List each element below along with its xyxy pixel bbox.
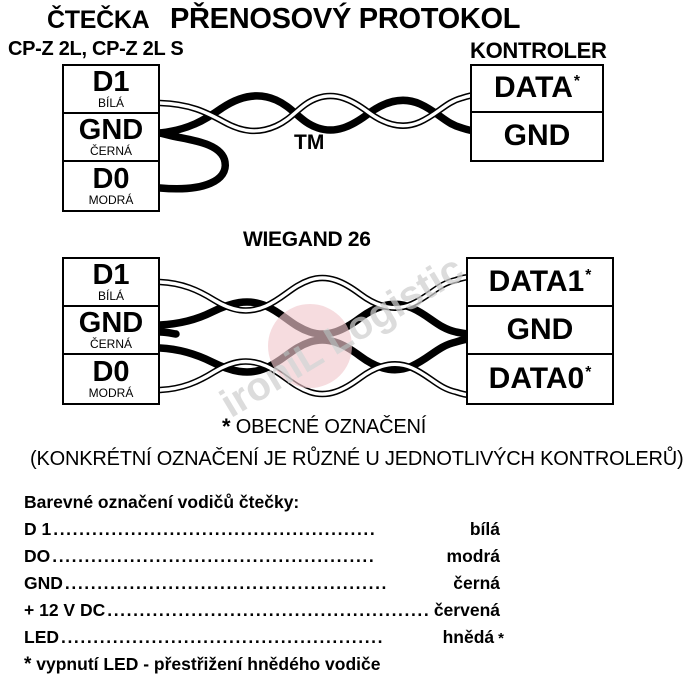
legend-dot-leader: ........................................… [64,573,388,593]
terminal-wire-color: MODRÁ [88,386,134,401]
legend-title: Barevné označení vodičů čtečky: [24,492,300,512]
footnote-star-icon: * [573,73,580,91]
terminal-row: DATA0* [468,354,612,403]
legend-footnote-text: vypnutí LED - přestřižení hnědého vodiče [36,654,381,674]
watermark-circle [268,304,352,388]
legend-row: LED ....................................… [24,627,504,648]
legend-dot-leader: ........................................… [52,546,376,566]
legend-signal-name: D 1 [24,519,52,539]
terminal-row: D1 BÍLÁ [64,66,158,114]
legend-signal-name: GND [24,573,63,593]
terminal-row: D0 MODRÁ [64,354,158,403]
tm-protocol-label: TM [294,131,325,154]
legend-dot-leader: ........................................… [61,627,385,647]
legend-signal-name: DO [24,546,51,566]
legend-dot-leader: ........................................… [53,519,377,539]
wire-color-legend: Barevné označení vodičů čtečky: D 1 ....… [24,492,504,676]
terminal-wire-color: ČERNÁ [89,337,132,352]
legend-row: GND ....................................… [24,573,504,594]
terminal-name: GND [78,113,144,146]
terminal-name: D1 [92,258,130,291]
terminal-row: GND [472,113,602,160]
terminal-row: GND ČERNÁ [64,306,158,355]
terminal-row: DATA1* [468,259,612,307]
footnote-star-icon: * [498,630,504,647]
terminal-name: DATA1* [488,264,592,298]
terminal-wire-color: BÍLÁ [97,96,124,111]
terminal-name: D0 [92,355,130,388]
page-title-reader: ČTEČKA [47,6,150,34]
note-specific-designation: (KONKRÉTNÍ OZNAČENÍ JE RŮZNÉ U JEDNOTLIV… [30,448,684,470]
footnote-star-icon: * [585,266,592,284]
terminal-wire-color: ČERNÁ [89,144,132,159]
note-general-text: OBECNÉ OZNAČENÍ [235,416,427,438]
watermark: ironiL Logistic [213,247,502,426]
legend-signal-name: LED [24,627,59,647]
terminal-row: GND ČERNÁ [64,113,158,162]
controller-label: KONTROLER [470,38,607,63]
wiegand-section-label: WIEGAND 26 [243,228,371,251]
legend-row: D 1 ....................................… [24,519,504,540]
legend-wire-color: červená [433,600,500,620]
terminal-name: D0 [92,162,130,195]
terminal-row: DATA* [472,66,602,113]
terminal-name: GND [78,306,144,339]
terminal-name: DATA* [494,71,580,105]
terminal-row: D1 BÍLÁ [64,259,158,307]
controller-terminal-block-wiegand: DATA1* GND DATA0* [466,257,614,405]
legend-wire-color: modrá [446,546,500,566]
reader-model-subtitle: CP-Z 2L, CP-Z 2L S [8,38,184,60]
terminal-row: D0 MODRÁ [64,161,158,210]
footnote-star-icon: * [585,363,592,381]
legend-wire-color: hnědá [442,627,495,647]
legend-dot-leader: ........................................… [107,600,431,620]
reader-terminal-block-tm: D1 BÍLÁ GND ČERNÁ D0 MODRÁ [62,64,160,212]
note-general-designation: * OBECNÉ OZNAČENÍ [222,414,426,440]
legend-signal-name: + 12 V DC [24,600,106,620]
terminal-row: GND [468,306,612,355]
controller-terminal-block-tm: DATA* GND [470,64,604,162]
terminal-name: GND [503,119,571,153]
reader-terminal-block-wiegand: D1 BÍLÁ GND ČERNÁ D0 MODRÁ [62,257,160,405]
footnote-star-icon: * [222,414,231,439]
page-title-protocol: PŘENOSOVÝ PROTOKOL [170,3,521,35]
watermark-text: ironiL Logistic [212,246,472,427]
legend-row: DO .....................................… [24,546,504,567]
legend-wire-color: bílá [469,519,500,539]
legend-wire-color: černá [453,573,500,593]
terminal-wire-color: BÍLÁ [97,289,124,304]
terminal-wire-color: MODRÁ [88,193,134,208]
terminal-name: GND [506,312,574,346]
terminal-name: D1 [92,65,130,98]
terminal-name: DATA0* [488,361,592,395]
legend-row: + 12 V DC ..............................… [24,600,504,621]
legend-footnote: * vypnutí LED - přestřižení hnědého vodi… [24,654,504,676]
footnote-star-icon: * [24,654,32,675]
